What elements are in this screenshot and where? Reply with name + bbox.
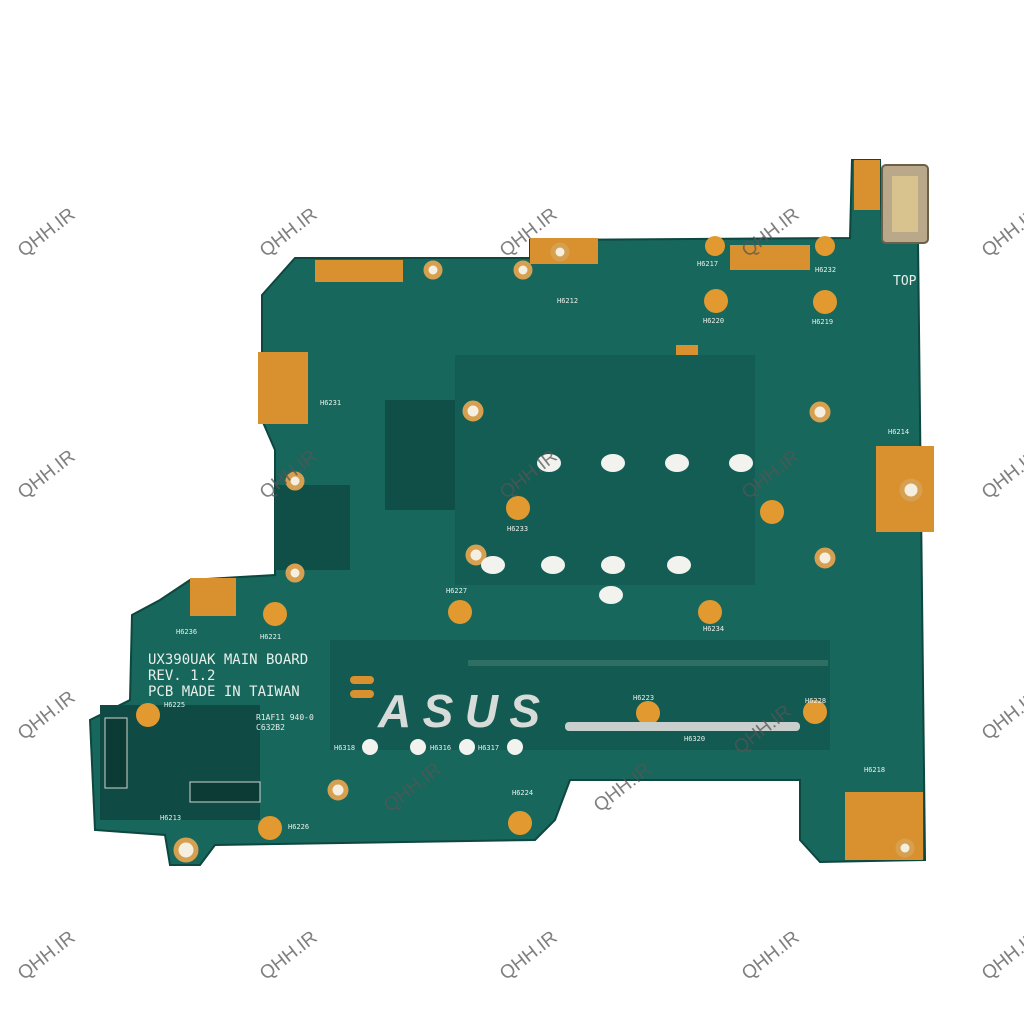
flex-connector xyxy=(189,781,261,803)
svg-text:H6234: H6234 xyxy=(703,625,724,633)
revision-text: REV. 1.2 xyxy=(148,668,215,684)
svg-text:H6220: H6220 xyxy=(703,317,724,325)
origin-text: PCB MADE IN TAIWAN xyxy=(148,684,300,700)
model-text: UX390UAK MAIN BOARD xyxy=(148,652,308,668)
svg-text:H6226: H6226 xyxy=(288,823,309,831)
svg-text:H6317: H6317 xyxy=(478,744,499,752)
svg-text:H6227: H6227 xyxy=(446,587,467,595)
white-pads xyxy=(362,454,753,755)
svg-text:H6318: H6318 xyxy=(334,744,355,752)
code-text-1: R1AF11 940-0 xyxy=(256,713,314,722)
svg-text:H6221: H6221 xyxy=(260,633,281,641)
copper-pads xyxy=(190,160,934,860)
svg-text:H6223: H6223 xyxy=(633,694,654,702)
svg-text:H6214: H6214 xyxy=(888,428,909,436)
svg-text:H6224: H6224 xyxy=(512,789,533,797)
svg-text:H6228: H6228 xyxy=(805,697,826,705)
svg-text:H6320: H6320 xyxy=(684,735,705,743)
svg-text:H6231: H6231 xyxy=(320,399,341,407)
hole-labels: H6212 H6217 H6232 H6220 H6219 H6231 H621… xyxy=(160,260,909,831)
slot-strip xyxy=(565,722,800,731)
svg-text:H6225: H6225 xyxy=(164,701,185,709)
svg-text:H6212: H6212 xyxy=(557,297,578,305)
svg-text:H6232: H6232 xyxy=(815,266,836,274)
mounting-holes xyxy=(173,242,923,863)
svg-text:H6233: H6233 xyxy=(507,525,528,533)
svg-text:H6213: H6213 xyxy=(160,814,181,822)
svg-text:H6218: H6218 xyxy=(864,766,885,774)
top-label: TOP xyxy=(893,274,917,289)
copper-dots xyxy=(136,236,837,840)
svg-text:H6219: H6219 xyxy=(812,318,833,326)
svg-text:H6217: H6217 xyxy=(697,260,718,268)
svg-text:H6236: H6236 xyxy=(176,628,197,636)
code-text-2: C632B2 xyxy=(256,723,285,732)
svg-text:H6316: H6316 xyxy=(430,744,451,752)
